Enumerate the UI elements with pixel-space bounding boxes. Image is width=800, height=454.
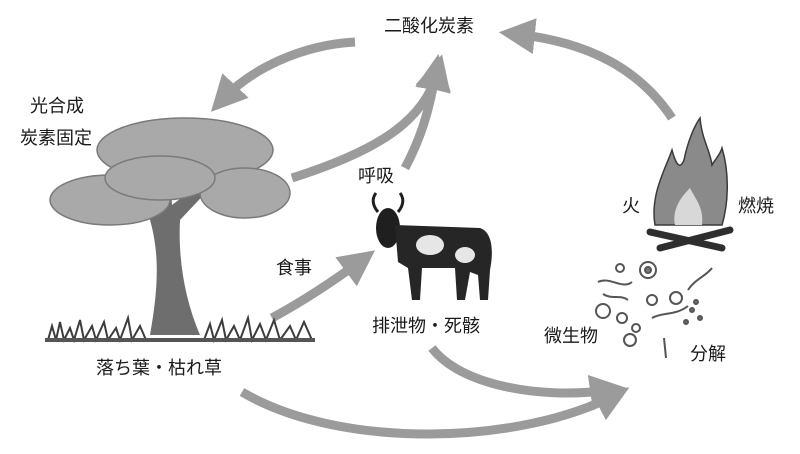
fire-illustration <box>646 115 734 252</box>
label-co2: 二酸化炭素 <box>384 16 474 37</box>
label-fire: 火 <box>622 196 640 217</box>
arrow-co2-to-tree <box>210 37 356 112</box>
label-litter: 落ち葉・枯れ草 <box>96 358 222 379</box>
tree-foliage <box>49 117 291 226</box>
label-photosynthesis: 光合成 <box>30 96 84 117</box>
arrow-cow-to-microbes <box>428 345 627 411</box>
tree-illustration <box>45 117 315 344</box>
label-excretion-death: 排泄物・死骸 <box>372 316 480 337</box>
tree-trunk <box>115 175 212 335</box>
label-feeding: 食事 <box>276 258 312 279</box>
cow-illustration <box>371 192 492 300</box>
flames <box>653 115 729 226</box>
arrow-cow-to-co2 <box>401 53 451 171</box>
cow-head <box>376 208 400 248</box>
logs <box>646 226 734 252</box>
label-respiration: 呼吸 <box>358 166 394 187</box>
arrow-tree-to-cow <box>269 250 376 322</box>
arrow-tree-to-co2 <box>290 54 451 183</box>
label-carbon-fixation: 炭素固定 <box>20 128 92 149</box>
microbes-illustration <box>595 261 713 359</box>
label-microbes: 微生物 <box>544 326 598 347</box>
cow-horns <box>371 192 405 213</box>
ground <box>45 338 315 342</box>
label-combustion: 燃焼 <box>738 196 774 217</box>
arrow-fire-to-co2 <box>498 18 676 121</box>
arrow-litter-to-microbes <box>239 387 630 439</box>
cow-body <box>395 225 492 300</box>
label-decomposition: 分解 <box>690 344 726 365</box>
